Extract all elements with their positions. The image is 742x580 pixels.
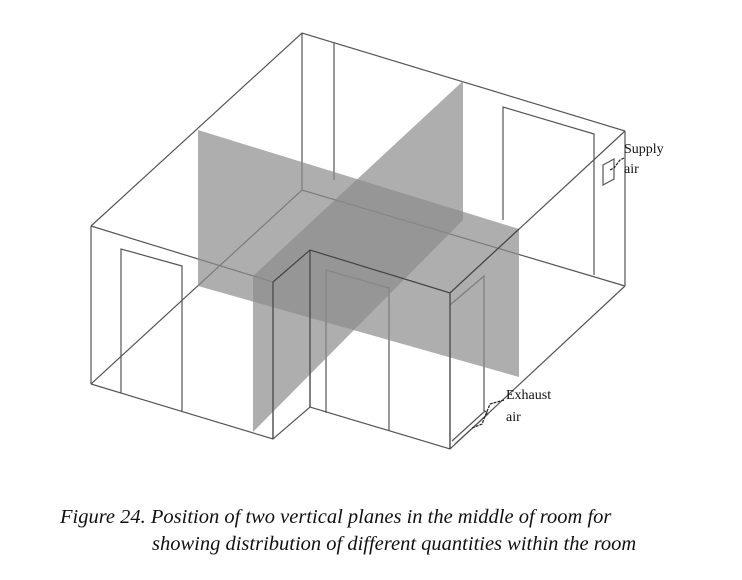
figure-caption-line1: Figure 24. Position of two vertical plan… (60, 506, 612, 528)
exhaust-label-line1: Exhaust (506, 388, 552, 403)
exhaust-leader-line (471, 399, 505, 429)
vertical-planes (198, 81, 519, 432)
vertical-plane-2 (253, 81, 463, 432)
door-left (120, 248, 183, 411)
top-front-edges-overlay (272, 228, 520, 294)
figure-caption-line2: showing distribution of different quanti… (152, 533, 637, 555)
exhaust-air-grille (451, 410, 489, 445)
supply-leader-line (609, 157, 625, 171)
supply-air-grille (602, 157, 615, 187)
door-back-right (502, 106, 595, 275)
supply-label-line1: Supply (624, 142, 664, 157)
supply-label-line2: air (624, 162, 639, 177)
exhaust-label-line2: air (506, 410, 521, 425)
